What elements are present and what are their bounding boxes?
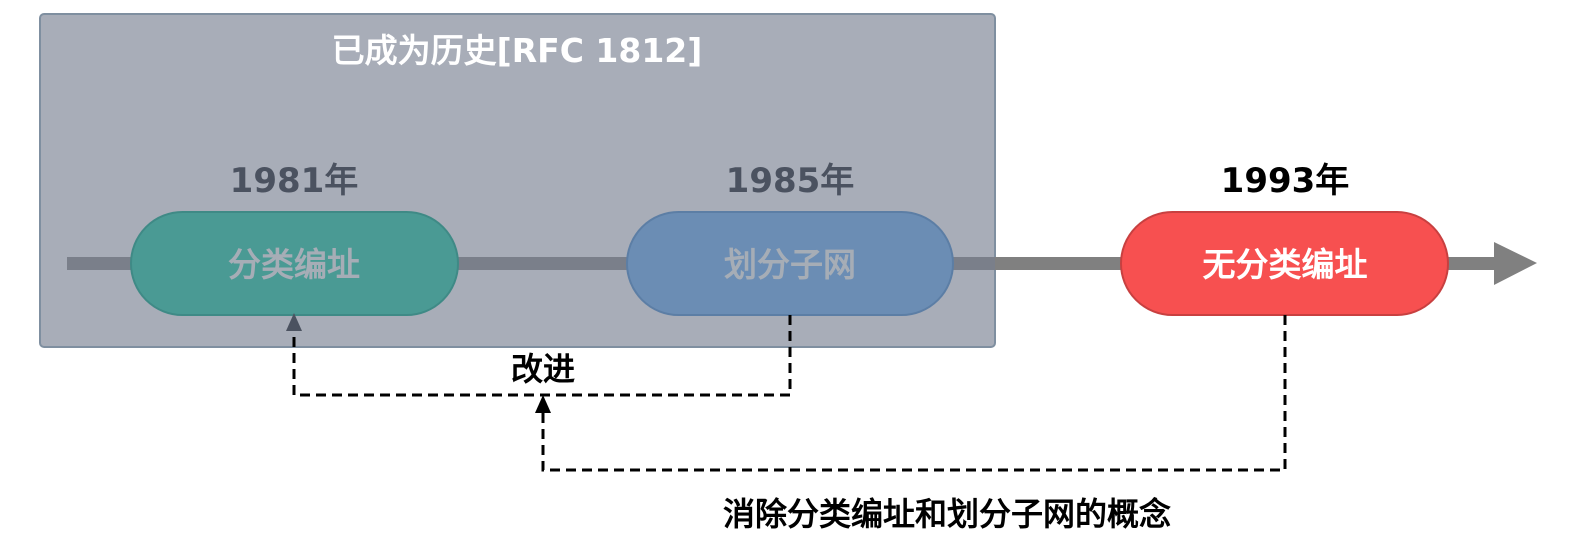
- year-label-1981: 1981年: [230, 161, 359, 201]
- node-label-subnetting: 划分子网: [724, 245, 856, 284]
- timeline-arrowhead-icon: [1494, 242, 1537, 285]
- year-label-1985: 1985年: [726, 161, 855, 201]
- connector-improve-line: [292, 315, 792, 397]
- connector-eliminate-arrowhead-icon: [535, 395, 551, 413]
- connector-improve-label: 改进: [511, 350, 575, 388]
- node-label-classful: 分类编址: [228, 245, 360, 284]
- connector-eliminate-label: 消除分类编址和划分子网的概念: [723, 495, 1171, 533]
- year-label-1993: 1993年: [1221, 161, 1350, 201]
- node-label-cidr: 无分类编址: [1203, 245, 1368, 284]
- connector-improve-arrowhead-icon: [286, 313, 302, 331]
- history-overlay-title: 已成为历史[RFC 1812]: [332, 31, 703, 70]
